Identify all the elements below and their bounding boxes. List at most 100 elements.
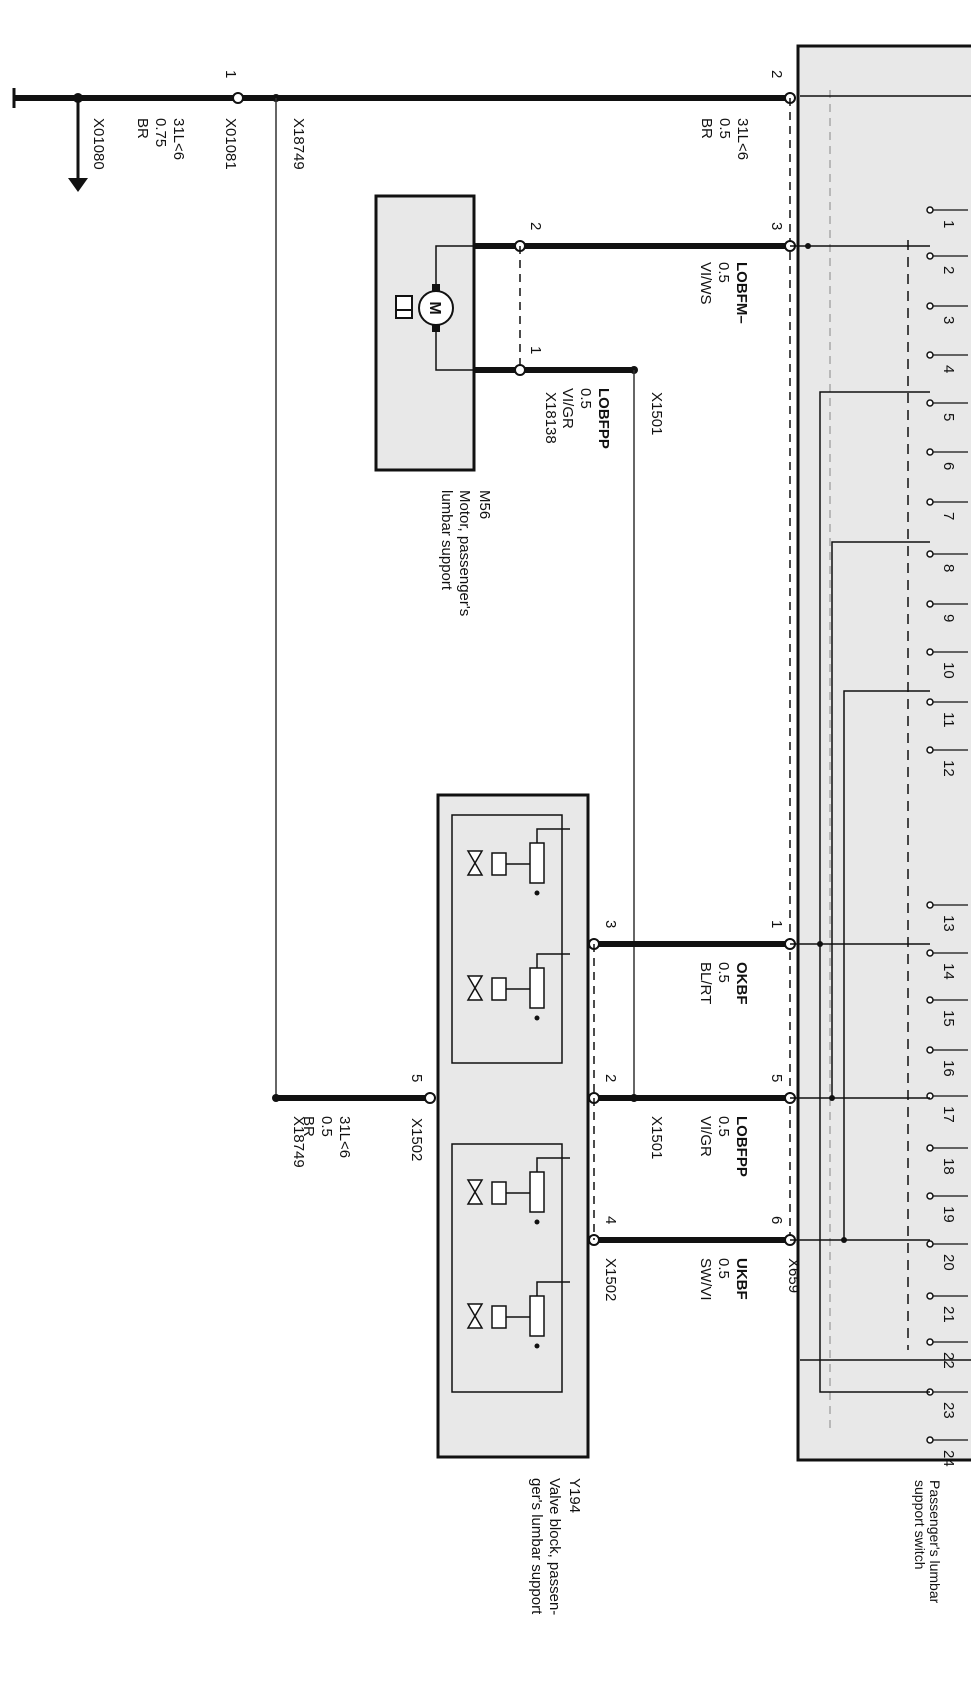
valve-upper-frame bbox=[451, 814, 563, 1064]
ukbf-line3: SW/VI bbox=[697, 1258, 714, 1301]
valve-icon-lower-a bbox=[466, 1179, 484, 1205]
switch-terminal-label-22: 22 bbox=[940, 1352, 957, 1369]
valve-pin-5 bbox=[424, 1092, 436, 1104]
valve-name-line2: ger's lumbar support bbox=[528, 1478, 545, 1615]
switch-terminal-label-15: 15 bbox=[940, 1010, 957, 1027]
ground-bottom-line3: BR bbox=[300, 1116, 317, 1137]
valve-lower-frame bbox=[451, 1143, 563, 1393]
motor-brush-left bbox=[432, 284, 440, 291]
motor-connector-label: X18138 bbox=[542, 392, 559, 444]
motor-indicator-icon bbox=[395, 295, 413, 319]
valve-solenoid-lower-a bbox=[491, 1181, 507, 1205]
valve-name-line1: Valve block, passen- bbox=[546, 1478, 563, 1615]
valve-node-lower-a bbox=[534, 1219, 540, 1225]
valve-resistor-lower-b bbox=[529, 1295, 545, 1337]
valve-lead-upper-a bbox=[536, 828, 570, 843]
lobfpp-line2: 0.5 bbox=[715, 1116, 732, 1137]
switch-terminal-20 bbox=[926, 1240, 934, 1248]
motor-brush-right bbox=[432, 325, 440, 332]
switch-terminal-6 bbox=[926, 448, 934, 456]
switch-in-line3: BR bbox=[698, 118, 715, 139]
switch-terminal-label-1: 1 bbox=[940, 220, 957, 228]
ukbf-line1: UKBF bbox=[733, 1258, 750, 1300]
ground-pin-label: 1 bbox=[222, 70, 239, 78]
ground-wire-line3: BR bbox=[134, 118, 151, 139]
ground-connector-label: X01081 bbox=[222, 118, 239, 170]
motor-name-line2: lumbar support bbox=[438, 490, 455, 591]
switch-terminal-15 bbox=[926, 996, 934, 1004]
ground-bottom-connector: X18749 bbox=[290, 1116, 307, 1168]
lobfm-pin-label: 3 bbox=[768, 222, 785, 230]
valve-pin-5-label: 5 bbox=[408, 1074, 425, 1082]
switch-terminal-14 bbox=[926, 949, 934, 957]
switch-terminal-label-10: 10 bbox=[940, 662, 957, 679]
switch-terminal-16 bbox=[926, 1046, 934, 1054]
valve-node-upper-a bbox=[534, 890, 540, 896]
valve-resistor-upper-a bbox=[529, 842, 545, 884]
valve-solenoid-lower-b bbox=[491, 1305, 507, 1329]
okbf-line2: 0.5 bbox=[715, 962, 732, 983]
switch-terminal-label-3: 3 bbox=[940, 316, 957, 324]
ground-bottom-line2: 0.5 bbox=[318, 1116, 335, 1137]
lobfpp-line1: LOBFPP bbox=[733, 1116, 750, 1177]
switch-terminal-label-23: 23 bbox=[940, 1402, 957, 1419]
switch-terminal-label-4: 4 bbox=[940, 365, 957, 373]
valve-icon-upper-b bbox=[466, 975, 484, 1001]
lobfm-line3: VI/WS bbox=[697, 262, 714, 305]
okbf-pin-label: 1 bbox=[768, 920, 785, 928]
switch-terminal-label-9: 9 bbox=[940, 614, 957, 622]
valve-icon-upper-a bbox=[466, 850, 484, 876]
valve-x1502-right-label: X1502 bbox=[602, 1258, 619, 1301]
valve-node-lower-b bbox=[534, 1343, 540, 1349]
valve-x1502-left-label: X1502 bbox=[408, 1118, 425, 1161]
switch-terminal-label-18: 18 bbox=[940, 1158, 957, 1175]
motor-pin-b-label: 1 bbox=[527, 346, 544, 354]
switch-terminal-label-24: 24 bbox=[940, 1450, 957, 1467]
switch-terminal-9 bbox=[926, 600, 934, 608]
lobfpp-top-line3: VI/GR bbox=[559, 388, 576, 429]
switch-terminal-8 bbox=[926, 550, 934, 558]
switch-terminal-1 bbox=[926, 206, 934, 214]
valve-resistor-upper-b bbox=[529, 967, 545, 1009]
switch-terminal-12 bbox=[926, 746, 934, 754]
switch-terminal-label-17: 17 bbox=[940, 1106, 957, 1123]
valve-pin-4-label: 4 bbox=[602, 1216, 619, 1224]
switch-terminal-label-19: 19 bbox=[940, 1206, 957, 1223]
switch-terminal-2 bbox=[926, 252, 934, 260]
switch-label-line2: support switch bbox=[912, 1480, 928, 1569]
motor-name-line1: Motor, passenger's bbox=[456, 490, 473, 616]
lobfpp-line3: VI/GR bbox=[697, 1116, 714, 1157]
switch-terminal-label-20: 20 bbox=[940, 1254, 957, 1271]
x18749-top-label: X18749 bbox=[290, 118, 307, 170]
switch-junction-dots bbox=[805, 243, 847, 1243]
switch-terminal-13 bbox=[926, 901, 934, 909]
switch-terminal-18 bbox=[926, 1144, 934, 1152]
lobfm-line2: 0.5 bbox=[715, 262, 732, 283]
lobfpp-top-line2: 0.5 bbox=[577, 388, 594, 409]
motor-code: M56 bbox=[476, 490, 493, 519]
motor-pin-a-label: 2 bbox=[527, 222, 544, 230]
arrow-down-icon bbox=[68, 178, 88, 192]
valve-code: Y194 bbox=[566, 1478, 583, 1513]
switch-terminal-label-12: 12 bbox=[940, 760, 957, 777]
switch-in-line2: 0.5 bbox=[716, 118, 733, 139]
switch-terminal-label-21: 21 bbox=[940, 1306, 957, 1323]
ukbf-line2: 0.5 bbox=[715, 1258, 732, 1279]
switch-terminal-label-6: 6 bbox=[940, 462, 957, 470]
valve-cells bbox=[466, 828, 570, 1349]
switch-terminal-label-7: 7 bbox=[940, 512, 957, 520]
connector-x01081-pin bbox=[232, 92, 244, 104]
valve-solenoid-upper-a bbox=[491, 852, 507, 876]
switch-terminal-label-2: 2 bbox=[940, 266, 957, 274]
switch-in-pin-label: 2 bbox=[768, 70, 785, 78]
motor-box bbox=[374, 194, 476, 472]
lobfm-line1: LOBFM– bbox=[733, 262, 750, 324]
valve-pin-3-label: 3 bbox=[602, 920, 619, 928]
x1501-bottom-dot bbox=[630, 1094, 638, 1102]
switch-terminal-5 bbox=[926, 399, 934, 407]
ukbf-pin-label: 6 bbox=[768, 1216, 785, 1224]
okbf-line1: OKBF bbox=[733, 962, 750, 1005]
switch-terminal-3 bbox=[926, 302, 934, 310]
valve-icon-lower-b bbox=[466, 1303, 484, 1329]
ground-wire-line1: 31L<6 bbox=[170, 118, 187, 160]
